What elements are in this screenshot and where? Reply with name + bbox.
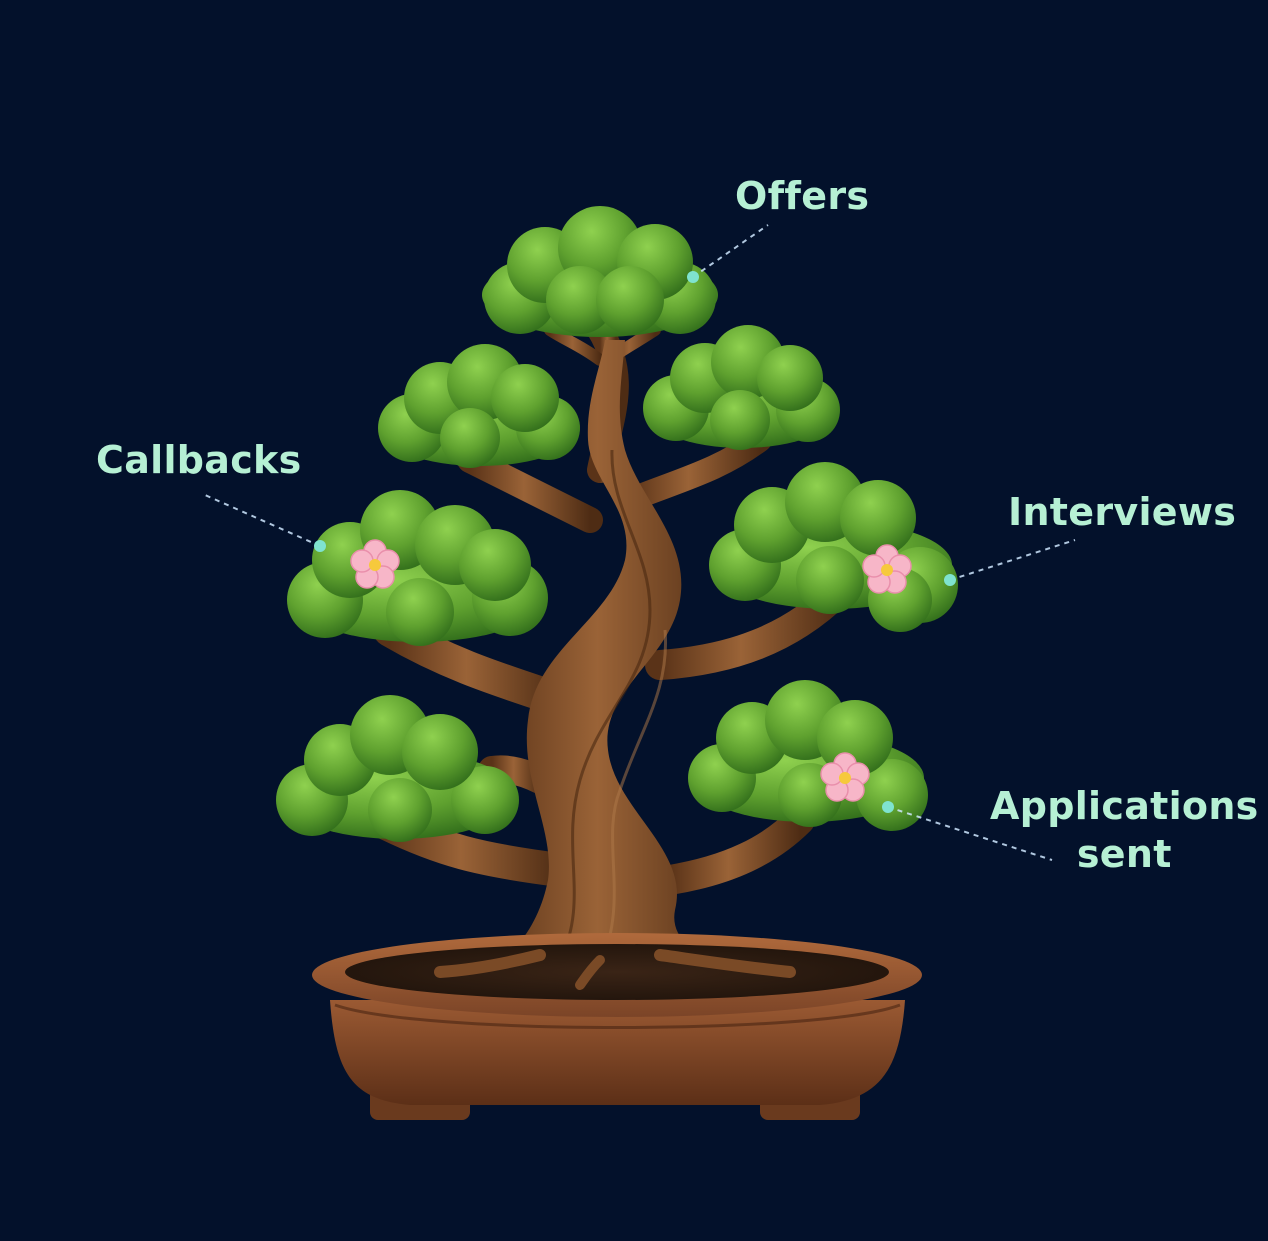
foliage-pad-top bbox=[482, 206, 718, 337]
leader-lines bbox=[204, 224, 1076, 861]
blossom-icon bbox=[862, 544, 912, 594]
foliage-pad-lower-left bbox=[276, 695, 519, 842]
leader-dot-offers bbox=[687, 271, 699, 283]
label-applications-line2: sent bbox=[1076, 832, 1172, 876]
label-offers: Offers bbox=[735, 174, 870, 218]
branch-lower-right bbox=[655, 805, 815, 895]
leader-dot-interviews bbox=[944, 574, 956, 586]
trunk-grain-2 bbox=[598, 629, 668, 966]
leader-dots bbox=[314, 271, 956, 813]
foliage-pad-mid-right bbox=[709, 462, 958, 632]
foliage-pad-upper-right bbox=[643, 325, 840, 450]
branch-upper-left bbox=[457, 447, 603, 533]
leader-line-applications bbox=[887, 806, 1053, 861]
label-callbacks: Callbacks bbox=[96, 438, 302, 482]
label-applications-line1: Applications bbox=[990, 784, 1259, 828]
leader-dot-applications bbox=[882, 801, 894, 813]
blossom-icon bbox=[820, 752, 870, 802]
roots bbox=[434, 949, 796, 990]
pot bbox=[312, 933, 922, 1120]
leader-line-interviews bbox=[949, 539, 1076, 581]
label-applications-sent: Applications sent bbox=[990, 782, 1259, 878]
label-interviews: Interviews bbox=[1008, 490, 1237, 534]
foliage-pad-upper-left bbox=[378, 344, 580, 468]
trunk bbox=[485, 340, 735, 975]
foliage-pad-lower-right bbox=[688, 680, 928, 831]
branch-upper-right bbox=[618, 428, 772, 512]
trunk-grain bbox=[558, 449, 652, 961]
leader-line-callbacks bbox=[204, 494, 321, 547]
blossom-icon bbox=[350, 539, 400, 589]
leader-line-offers bbox=[692, 224, 769, 278]
foliage bbox=[276, 206, 958, 842]
leader-dot-callbacks bbox=[314, 540, 326, 552]
foliage-pad-mid-left bbox=[287, 490, 548, 646]
